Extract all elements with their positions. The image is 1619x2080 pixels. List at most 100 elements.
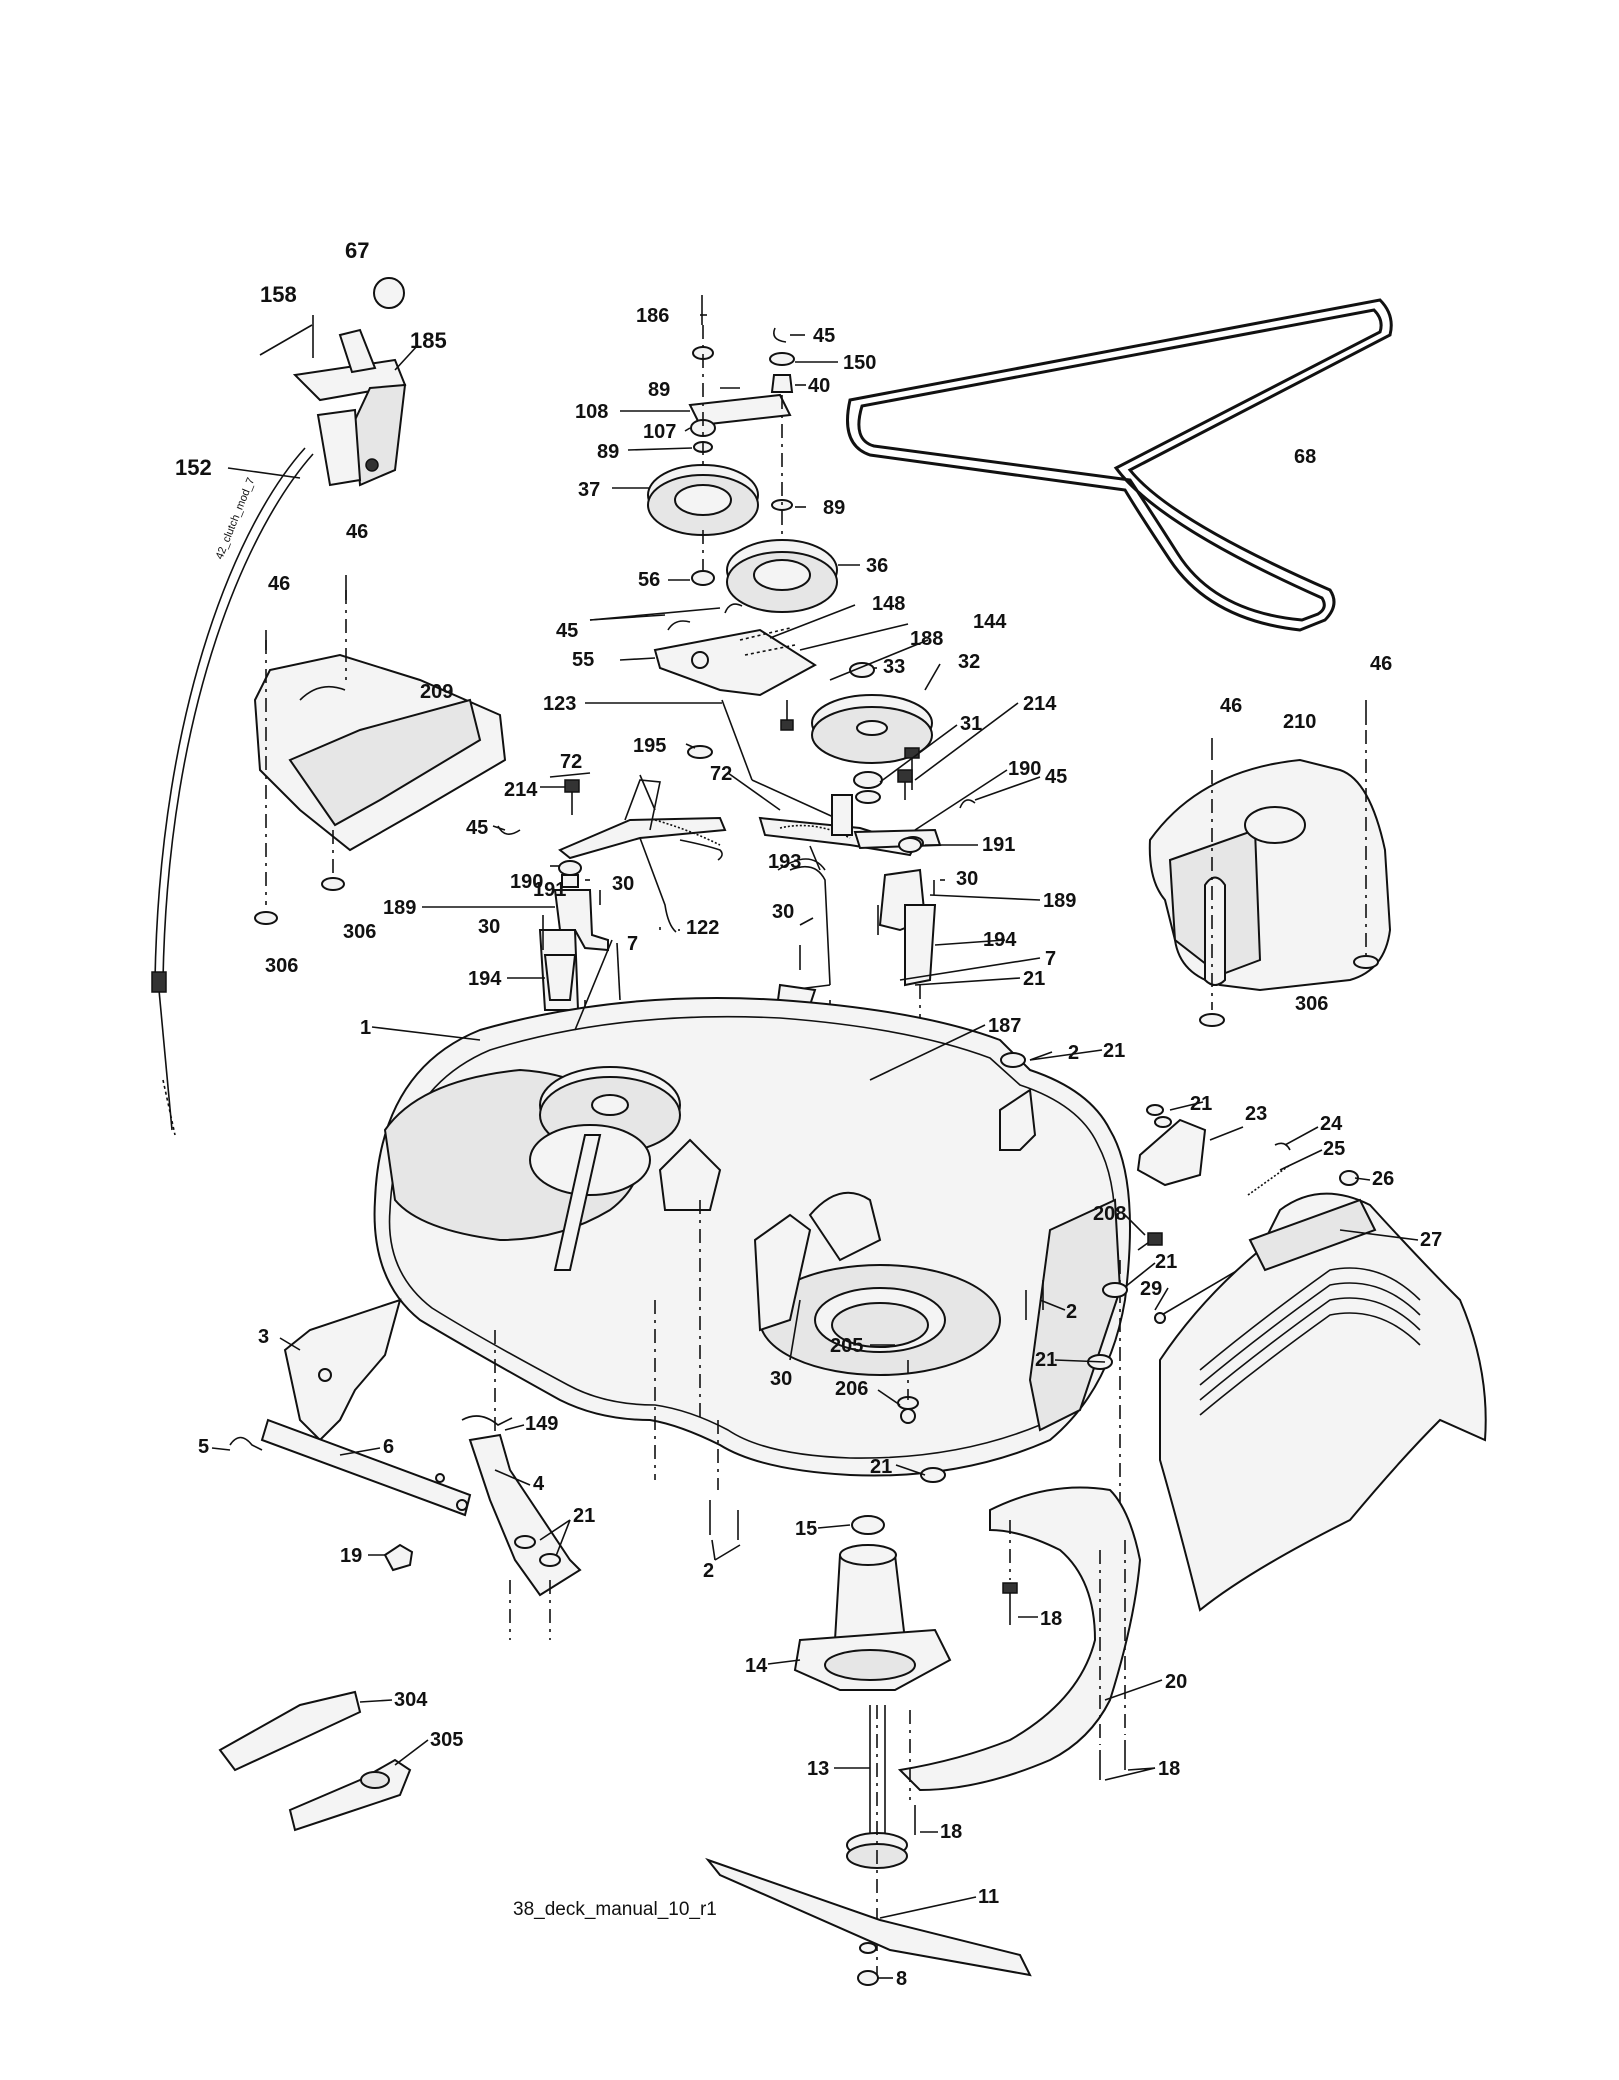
callout-150: 150 — [843, 352, 876, 374]
callout-194: 194 — [468, 968, 502, 990]
callout-187: 187 — [988, 1015, 1021, 1037]
callout-21: 21 — [1190, 1093, 1212, 1115]
mower-deck — [373, 997, 1131, 1570]
callout-152: 152 — [175, 455, 212, 480]
callout-210: 210 — [1283, 711, 1316, 733]
left-belt-guide — [253, 575, 507, 925]
callout-148: 148 — [872, 593, 905, 615]
callout-26: 26 — [1372, 1168, 1394, 1190]
callout-18: 18 — [1158, 1758, 1180, 1780]
callout-191: 191 — [533, 879, 566, 901]
callout-27: 27 — [1420, 1229, 1442, 1251]
callout-15: 15 — [795, 1518, 817, 1540]
callout-5: 5 — [198, 1436, 209, 1458]
callout-21: 21 — [1035, 1349, 1057, 1371]
callout-1: 1 — [360, 1017, 371, 1039]
callout-144: 144 — [973, 611, 1007, 633]
callout-208: 208 — [1093, 1203, 1126, 1225]
callout-20: 20 — [1165, 1671, 1187, 1693]
callout-21: 21 — [1155, 1251, 1177, 1273]
callout-45: 45 — [466, 817, 488, 839]
callout-36: 36 — [866, 555, 888, 577]
knob — [373, 277, 405, 309]
right-belt-cover — [1148, 700, 1392, 1027]
callout-13: 13 — [807, 1758, 829, 1780]
callout-21: 21 — [870, 1456, 892, 1478]
belt-guard — [897, 1486, 1142, 1800]
callout-24: 24 — [1320, 1113, 1343, 1135]
idler-pulley-stack — [647, 295, 838, 613]
cable-label: 42_clutch_mod_7 — [214, 476, 258, 561]
callout-21: 21 — [1023, 968, 1045, 990]
callout-188: 188 — [910, 628, 943, 650]
callout-209: 209 — [420, 681, 453, 703]
callout-305: 305 — [430, 1729, 463, 1751]
callout-67: 67 — [345, 238, 369, 263]
callout-68: 68 — [1294, 446, 1316, 468]
callout-32: 32 — [958, 651, 980, 673]
callout-72: 72 — [560, 751, 582, 773]
callout-189: 189 — [1043, 890, 1076, 912]
callout-185: 185 — [410, 328, 447, 353]
callout-149: 149 — [525, 1413, 558, 1435]
callout-205: 205 — [830, 1335, 863, 1357]
discharge-chute — [1159, 1192, 1487, 1612]
callout-45: 45 — [556, 620, 578, 642]
callout-2: 2 — [1066, 1301, 1077, 1323]
callout-21: 21 — [1103, 1040, 1125, 1062]
callout-11: 11 — [978, 1886, 999, 1908]
callout-193: 193 — [768, 851, 801, 873]
callout-19: 19 — [340, 1545, 362, 1567]
callout-18: 18 — [1040, 1608, 1062, 1630]
callout-7: 7 — [1045, 948, 1056, 970]
callout-23: 23 — [1245, 1103, 1267, 1125]
callout-306: 306 — [1295, 993, 1328, 1015]
height-linkage — [229, 1298, 582, 1640]
callout-186: 186 — [636, 305, 669, 327]
callout-6: 6 — [383, 1436, 394, 1458]
callout-214: 214 — [504, 779, 538, 801]
callout-107: 107 — [643, 421, 676, 443]
callout-158: 158 — [260, 282, 297, 307]
callout-21: 21 — [573, 1505, 595, 1527]
callout-306: 306 — [265, 955, 298, 977]
callout-304: 304 — [394, 1689, 428, 1711]
clutch-cable — [151, 447, 314, 1136]
callout-195: 195 — [633, 735, 666, 757]
callout-33: 33 — [883, 656, 905, 678]
callout-56: 56 — [638, 569, 660, 591]
callout-2: 2 — [1068, 1042, 1079, 1064]
callout-189: 189 — [383, 897, 416, 919]
right-side-hardware — [920, 1052, 1359, 1483]
callout-89: 89 — [648, 379, 670, 401]
callout-2: 2 — [703, 1560, 714, 1582]
callout-30: 30 — [956, 868, 978, 890]
callout-191: 191 — [982, 834, 1015, 856]
callout-190: 190 — [510, 871, 543, 893]
callout-25: 25 — [1323, 1138, 1345, 1160]
callout-31: 31 — [960, 713, 982, 735]
callout-30: 30 — [612, 873, 634, 895]
callout-55: 55 — [572, 649, 594, 671]
callout-214: 214 — [1023, 693, 1057, 715]
accessory-parts — [218, 1690, 412, 1832]
callout-18: 18 — [940, 1821, 962, 1843]
callout-7: 7 — [627, 933, 638, 955]
callout-29: 29 — [1140, 1278, 1162, 1300]
callout-45: 45 — [1045, 766, 1067, 788]
callout-108: 108 — [575, 401, 608, 423]
callout-123: 123 — [543, 693, 576, 715]
callout-122: 122 — [686, 917, 719, 939]
deck-brackets — [538, 837, 937, 1140]
callout-190: 190 — [1008, 758, 1041, 780]
leader-lines — [211, 314, 1419, 1979]
callout-14: 14 — [745, 1655, 768, 1677]
callout-89: 89 — [597, 441, 619, 463]
callout-30: 30 — [478, 916, 500, 938]
callout-306: 306 — [343, 921, 376, 943]
callout-46: 46 — [1370, 653, 1392, 675]
v-belt — [846, 298, 1393, 632]
callout-8: 8 — [896, 1968, 907, 1990]
callout-46: 46 — [346, 521, 368, 543]
